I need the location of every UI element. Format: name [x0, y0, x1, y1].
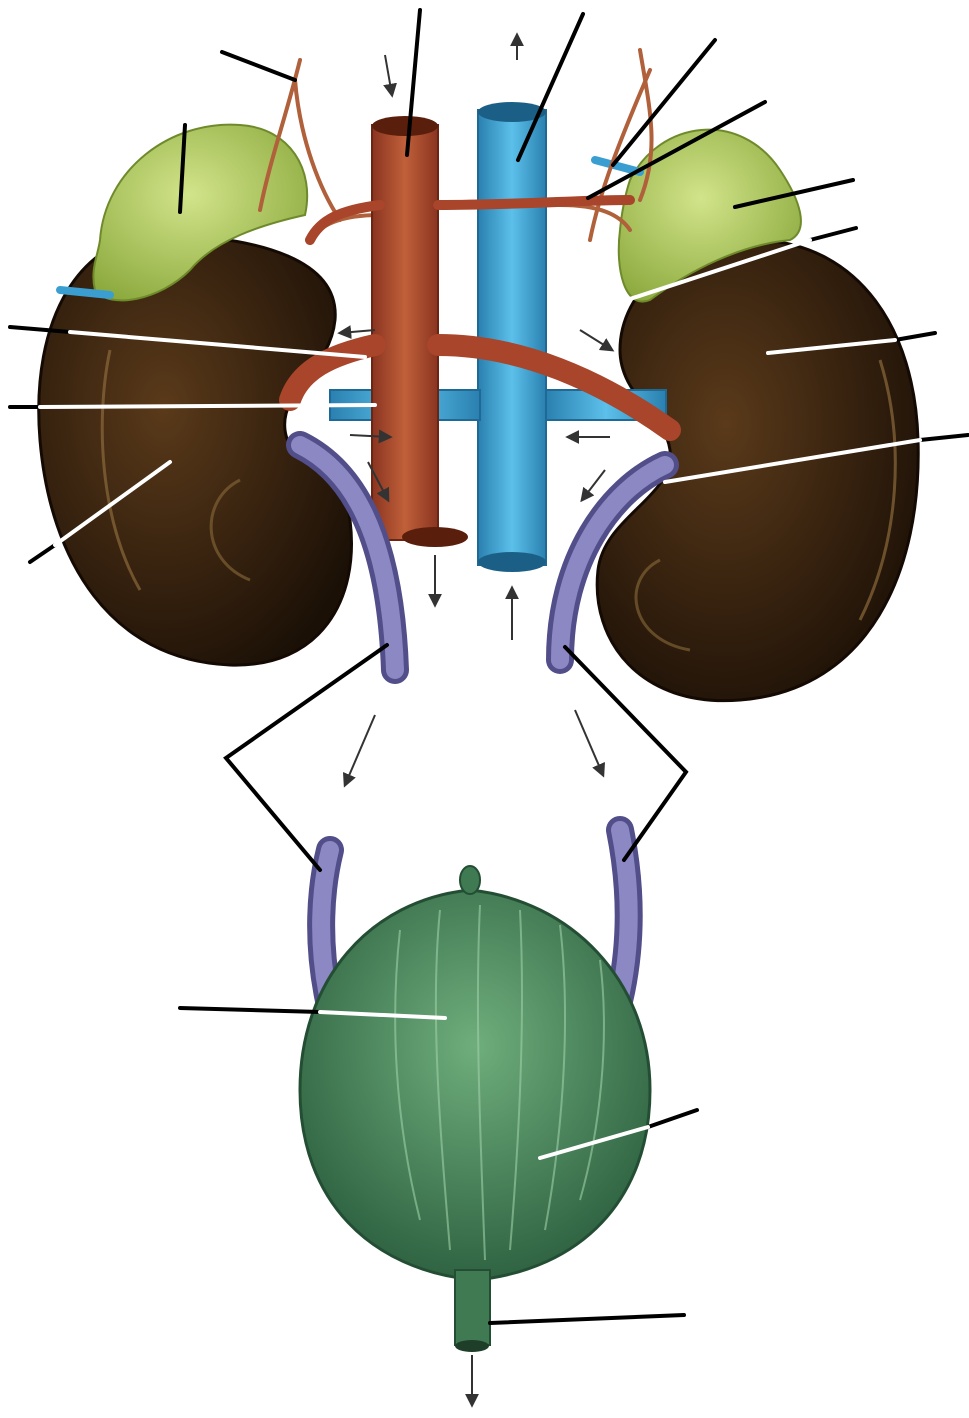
adrenal-arteries	[260, 50, 652, 240]
urinary-bladder	[300, 866, 650, 1280]
urethra	[455, 1270, 490, 1352]
left-adrenal-vein	[60, 290, 110, 295]
